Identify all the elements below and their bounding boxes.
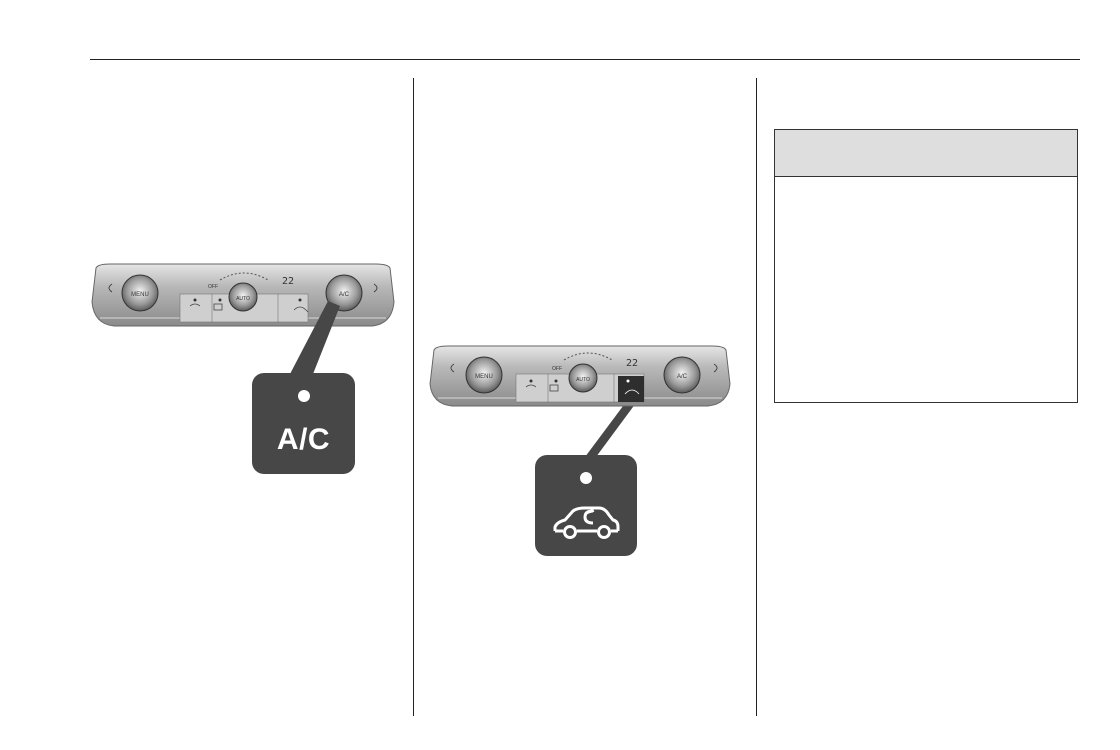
recirculation-button-callout: [535, 455, 637, 556]
note-box-header: [775, 130, 1077, 177]
column-divider-left: [413, 78, 414, 716]
auto-knob[interactable]: [568, 363, 598, 393]
climate-control-panel-recirculation: OFF 22 MENU AUTO A/C: [429, 345, 731, 407]
ac-button-callout: A/C: [252, 373, 355, 474]
indicator-led-icon: [580, 472, 592, 484]
ac-knob[interactable]: [663, 356, 701, 394]
ac-knob-label: A/C: [677, 374, 688, 380]
climate-control-panel-ac: OFF 22 MENU AUTO A/C: [91, 263, 395, 327]
auto-knob-label: AUTO: [576, 377, 590, 383]
page-top-rule: [90, 59, 1080, 60]
temperature-display: 22: [282, 276, 294, 287]
column-divider-right: [756, 78, 757, 716]
indicator-led-icon: [297, 390, 310, 402]
menu-knob[interactable]: [121, 274, 159, 312]
menu-knob-label: MENU: [131, 292, 149, 298]
menu-knob[interactable]: [465, 356, 503, 394]
menu-knob-label: MENU: [475, 374, 493, 380]
note-box: [774, 129, 1078, 403]
auto-knob-label: AUTO: [236, 296, 250, 302]
off-label: OFF: [208, 284, 218, 290]
off-label: OFF: [552, 366, 562, 372]
ac-callout-label: A/C: [276, 423, 331, 456]
air-recirculation-icon: [553, 506, 620, 539]
temperature-display: 22: [626, 358, 638, 369]
ac-knob-label: A/C: [339, 292, 350, 298]
auto-knob[interactable]: [228, 282, 258, 312]
